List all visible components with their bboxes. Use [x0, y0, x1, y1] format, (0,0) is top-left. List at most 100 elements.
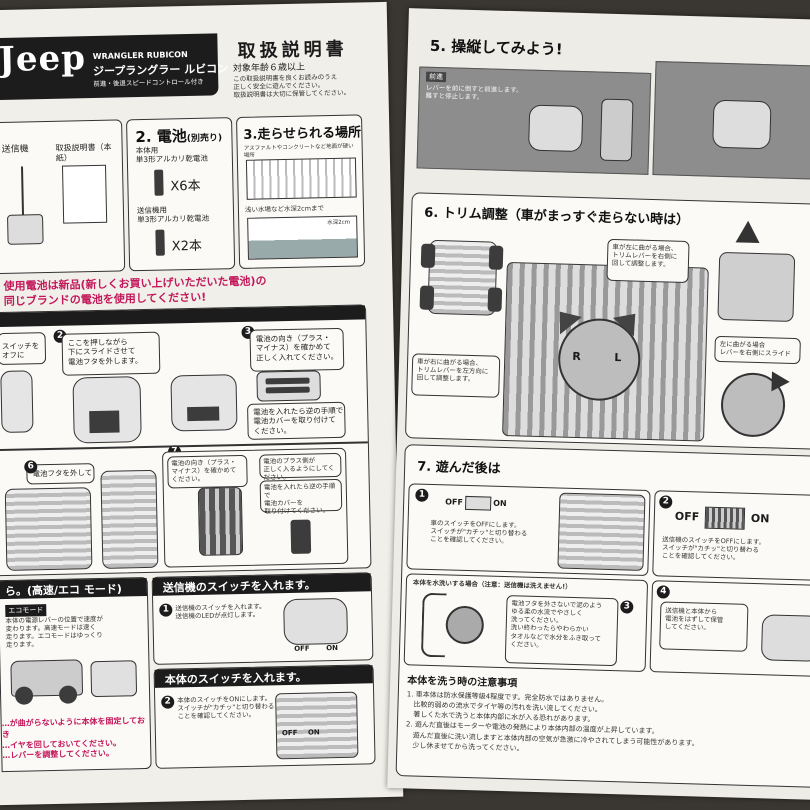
battery-warning: 使用電池は新品(新しくお買い上げいただいた電池)の同じブランドの電池を使用してく…: [3, 274, 267, 308]
step2-number: 2: [161, 695, 175, 709]
wheel-illustration: [420, 243, 436, 268]
trim-callout-c-text: 左に曲がる場合レバーを右側にスライド: [719, 339, 792, 359]
step3b-text: 電池を入れたら逆の手順で電池カバーを取り付けてください。: [253, 405, 344, 436]
on-label: ON: [750, 511, 770, 526]
step7c-text: 電池を入れたら逆の手順で電池カバーを取り付けてください。: [263, 482, 336, 516]
switch-illustration: [90, 660, 138, 698]
wheel-illustration: [58, 685, 78, 704]
manual-illustration: [61, 164, 108, 224]
tx-switch-text: 送信機のスイッチを入れます。送信機のLEDが点灯します。: [175, 602, 266, 621]
step4-number: 4: [656, 585, 670, 599]
car-rear-illustration: [717, 251, 796, 323]
body-off-label: OFF: [281, 728, 298, 738]
manual-right-page: 5. 操縦してみよう! 前進 レバーを前に倒すと前進します。離すと停止します。 …: [387, 8, 810, 800]
on-label: ON: [493, 498, 507, 509]
contents-manual-label: 取扱説明書（本紙）: [55, 142, 112, 163]
trim-caution-note: …が曲がらないように本体を固定しておき…イヤを回しておいてください。…レバーを調…: [1, 716, 146, 761]
battery-cover-illustration: [89, 410, 120, 434]
body-on-label: ON: [307, 728, 320, 737]
trim-callout-b-text: 車が右に曲がる場合、トリムレバーを左方向に回して調整します。: [416, 357, 489, 384]
forward-tag: 前進: [425, 71, 447, 83]
wheel-illustration: [419, 285, 435, 310]
trim-heading: 6. トリム調整（車がまっすぐ走らない時は）: [424, 205, 690, 229]
trim-dial-l-label: L: [614, 351, 622, 365]
tx-on-label: ON: [326, 644, 339, 653]
battery-heading: 2. 電池(別売り): [135, 127, 223, 147]
up-arrow-icon: [735, 220, 761, 244]
off-label: OFF: [674, 509, 700, 524]
power-switch[interactable]: [464, 495, 492, 511]
step-callout: スイッチをオフに: [0, 332, 47, 366]
after-step1-text: 車のスイッチをOFFにします。スイッチが"カチッ"と切り替わることを確認してくだ…: [430, 518, 528, 546]
wheel-illustration: [487, 287, 503, 312]
transmitter-illustration: [283, 597, 349, 646]
after-play-section: 7. 遊んだ後は 1 OFF ON 車のスイッチをOFFにします。スイッチが"カ…: [395, 444, 810, 788]
wash-step-heading: 本体を水洗いする場合（注意：送信機は洗えません!）: [412, 578, 572, 591]
battery-icon: [265, 377, 310, 385]
wash-notes: 1. 車本体は防水保護等級4程度です。完全防水ではありません。 比較的弱めの流水…: [405, 690, 699, 753]
after-step2-text: 送信機のスイッチをOFFにします。スイッチが"カチッ"と切り替わることを確認して…: [661, 535, 766, 562]
battery-icon: [265, 386, 310, 394]
speed-mode-heading: ら。(高速/エコ モード): [4, 582, 122, 598]
after-step-frame: 本体を水洗いする場合（注意：送信機は洗えません!） 3 電池フタを外さないで泥の…: [403, 573, 649, 673]
step1-text: スイッチをオフに: [1, 341, 40, 361]
antenna-illustration: [20, 166, 25, 215]
tx-battery-label: 送信機用単3形アルカリ乾電池: [136, 205, 210, 225]
trim-section: 6. トリム調整（車がまっすぐ走らない時は） R L 車が左に曲がる場合、トリム…: [404, 192, 810, 451]
water-label: 浅い水場など水深2cmまで: [244, 204, 325, 214]
battery-box-illustration: [256, 370, 321, 402]
age-label: 対象年齢６歳以上: [232, 62, 306, 75]
section-bar: [0, 305, 366, 328]
step1-number: 1: [159, 603, 173, 617]
place-heading: 3.走らせられる場所: [243, 125, 362, 143]
step7a-text: 電池の向き（プラス・マイナス）を確かめてください。: [171, 458, 237, 484]
place-section: 3.走らせられる場所 アスファルトやコンクリートなど地面が硬い場所 浅い水場など…: [236, 114, 366, 269]
trim-callout: 車が右に曲がる場合、トリムレバーを左方向に回して調整します。: [411, 353, 501, 398]
s5-text: レバーを前に倒すと前進します。離すと停止します。: [425, 83, 523, 102]
step-callout: 電池を入れたら逆の手順で電池カバーを取り付けてください。: [259, 478, 343, 516]
battery-icon: [154, 169, 164, 196]
step7b-text: 電池のプラス側が正しく入るようにしてください。: [263, 456, 335, 482]
body-switch-text: 本体のスイッチをONにします。スイッチが"カチッ"と切り替わることを確認してくだ…: [177, 694, 275, 721]
battery-install-section: スイッチをオフに 2 ここを押しながら下にスライドさせて電池フタを外します。 3…: [0, 304, 372, 577]
faucet-illustration: [420, 592, 447, 658]
off-label: OFF: [445, 497, 464, 507]
battery-section: 2. 電池(別売り) 本体用単3形アルカリ乾電池 X6本 送信機用単3形アルカリ…: [126, 117, 236, 272]
wash-notes-heading: 本体を洗う時の注意事項: [407, 675, 518, 690]
battery-icon: [155, 229, 165, 256]
body-battery-label: 本体用単3形アルカリ乾電池: [135, 145, 208, 165]
step1-number: 1: [415, 488, 429, 502]
wheel-illustration: [488, 245, 504, 270]
car-wheel-illustration: [445, 605, 485, 645]
power-switch[interactable]: [704, 506, 746, 530]
manual-title: 取扱説明書: [237, 38, 348, 62]
step-callout: ここを押しながら下にスライドさせて電池フタを外します。: [61, 331, 161, 376]
car-underside-illustration: [100, 469, 159, 569]
wheel-illustration: [14, 686, 34, 705]
step-callout: 送信機と本体から電池をはずして保管してください。: [659, 601, 749, 652]
transmitter-illustration: [760, 614, 810, 662]
transmitter-illustration: [528, 104, 584, 153]
step3-number: 3: [620, 600, 634, 614]
trim-dial-r-label: R: [572, 349, 581, 364]
jeep-logo: Jeep: [0, 38, 87, 80]
step-callout: 電池フタを外さないで泥のようゆる柔の水流でやさしく洗ってください。洗い終わったら…: [504, 595, 619, 667]
tx-battery-quantity: X2本: [171, 238, 203, 255]
transmitter-illustration: [7, 214, 44, 245]
after-step-frame: 2 OFF ON 送信機のスイッチをOFFにします。スイッチが"カチッ"と切り替…: [652, 490, 810, 582]
after-play-heading: 7. 遊んだ後は: [416, 459, 501, 477]
after-step-frame: 1 OFF ON 車のスイッチをOFFにします。スイッチが"カチッ"と切り替わる…: [406, 483, 651, 577]
tx-off-label: OFF: [294, 644, 310, 653]
car-top-illustration: [599, 98, 634, 162]
transmitter-illustration: [712, 99, 772, 150]
after-step4-text: 送信機と本体から電池をはずして保管してください。: [664, 606, 724, 633]
s5-heading: 5. 操縦してみよう!: [429, 36, 563, 59]
step-callout: 電池の向き（プラス・マイナス）を確かめて正しく入れてください。: [249, 327, 345, 372]
body-switch-heading: 本体のスイッチを入れます。: [164, 670, 307, 687]
after-step-frame: 4 送信機と本体から電池をはずして保管してください。: [649, 580, 810, 678]
trim-callout-a-text: 車が左に曲がる場合、トリムレバーを右側に回して調整します。: [611, 242, 678, 269]
eco-mode-tag: エコモード: [5, 604, 47, 617]
intro-text: この取扱説明書を良くお読みのうえ正しく安全に遊んでください。取扱説明書は大切に保…: [233, 72, 351, 100]
step2-text: ここを押しながら下にスライドさせて電池フタを外します。: [67, 337, 143, 367]
water-depth-tag: 水深2cm: [327, 219, 351, 227]
